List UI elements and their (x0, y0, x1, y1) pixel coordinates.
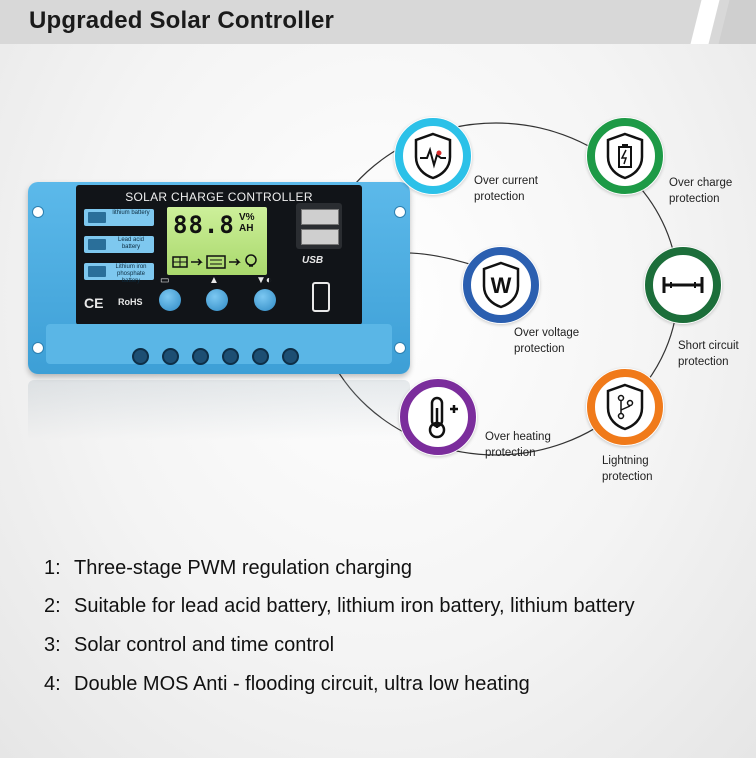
battery-shield-icon (587, 118, 663, 194)
short-circuit-icon (645, 247, 721, 323)
control-panel: SOLAR CHARGE CONTROLLER lithium battery … (76, 185, 362, 325)
down-button[interactable] (254, 289, 276, 311)
header-bar: Upgraded Solar Controller (0, 0, 756, 44)
page-title: Upgraded Solar Controller (29, 7, 335, 34)
pulse-shield-icon (395, 118, 471, 194)
ce-mark: CE (84, 295, 104, 311)
battery-type-lead-acid: Lead acid battery (84, 236, 154, 253)
battery-type-label: Lithium iron phosphate battery (115, 264, 147, 284)
header-stripe (690, 0, 720, 44)
list-text: Double MOS Anti - flooding circuit, ultr… (74, 673, 530, 695)
battery-type-lithium: lithium battery (84, 209, 154, 226)
lcd-display: 88.8 V% AH (167, 207, 267, 275)
mount-hole (32, 206, 44, 218)
w-shield-icon: W (463, 247, 539, 323)
header-stripe (718, 0, 756, 44)
list-number: 2: (44, 595, 61, 617)
usb-port (301, 209, 339, 225)
list-item: 1: Three-stage PWM regulation charging (44, 557, 412, 580)
thermometer-icon (400, 379, 476, 455)
battery-type-label: lithium battery (112, 210, 150, 216)
terminal-screw (132, 348, 149, 365)
lightning-badge (586, 368, 664, 446)
usb-label: USB (302, 255, 324, 266)
battery-type-label: Lead acid battery (117, 237, 145, 250)
list-number: 1: (44, 557, 61, 579)
rohs-mark: RoHS (118, 297, 143, 307)
menu-symbol-icon: ▭ (160, 275, 170, 286)
phone-icon (312, 282, 330, 312)
list-text: Solar control and time control (74, 634, 335, 656)
terminal-screw (222, 348, 239, 365)
list-number: 3: (44, 634, 61, 656)
over-heating-badge (399, 378, 477, 456)
usb-ports (296, 203, 342, 249)
mount-hole (394, 342, 406, 354)
lcd-value: 88.8 (173, 211, 235, 239)
controller-reflection (28, 380, 410, 440)
list-item: 3: Solar control and time control (44, 634, 334, 657)
short-circuit-badge (644, 246, 722, 324)
terminal-screw (162, 348, 179, 365)
lcd-status-icons (172, 254, 257, 269)
list-item: 4: Double MOS Anti - flooding circuit, ul… (44, 673, 530, 696)
terminal-screw (282, 348, 299, 365)
usb-port (301, 229, 339, 245)
list-number: 4: (44, 673, 61, 695)
svg-text:W: W (491, 273, 512, 298)
terminal-screw (252, 348, 269, 365)
over-current-badge (394, 117, 472, 195)
battery-icon (88, 266, 106, 277)
mount-hole (394, 206, 406, 218)
list-text: Three-stage PWM regulation charging (74, 557, 412, 579)
list-text: Suitable for lead acid battery, lithium … (74, 595, 635, 617)
terminal-block (46, 324, 392, 364)
lcd-units: V% AH (239, 212, 255, 234)
menu-button[interactable] (159, 289, 181, 311)
battery-icon (88, 212, 106, 223)
battery-icon (88, 239, 106, 250)
over-charge-badge (586, 117, 664, 195)
up-button[interactable] (206, 289, 228, 311)
mount-hole (32, 342, 44, 354)
over-voltage-badge: W (462, 246, 540, 324)
battery-type-lifepo4: Lithium iron phosphate battery (84, 263, 154, 284)
panel-title: SOLAR CHARGE CONTROLLER (125, 190, 313, 204)
down-arrow-icon: ▼◐ (256, 275, 272, 286)
terminal-screw (192, 348, 209, 365)
list-item: 2: Suitable for lead acid battery, lithiu… (44, 595, 635, 618)
up-arrow-icon: ▲ (209, 275, 219, 286)
lightning-shield-icon (587, 369, 663, 445)
solar-charge-controller: SOLAR CHARGE CONTROLLER lithium battery … (28, 182, 410, 374)
